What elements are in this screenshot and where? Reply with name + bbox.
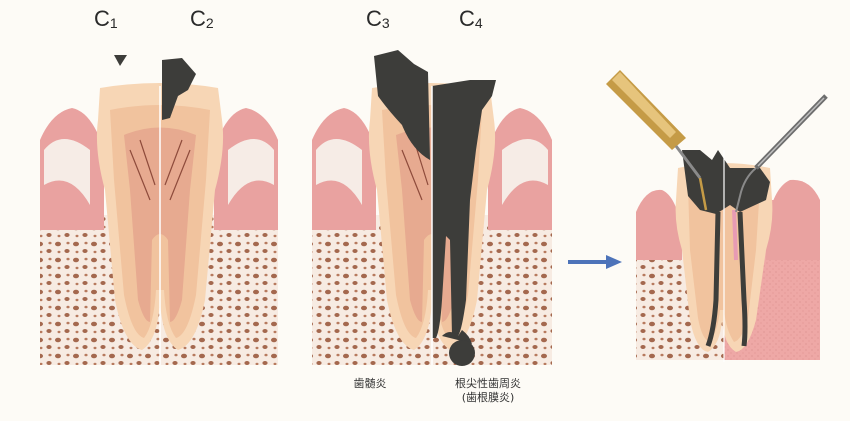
label-c4-letter: C [459, 6, 475, 31]
label-c4-number: 4 [474, 15, 483, 31]
label-c2: C2 [190, 6, 214, 31]
dental-probe-icon [735, 94, 828, 213]
label-c2-letter: C [190, 6, 206, 31]
handpiece-icon [606, 70, 708, 211]
caption-pulpitis: 歯髄炎 [353, 377, 387, 390]
caption-apical-periodontitis-sub: (歯根膜炎) [461, 390, 515, 404]
label-c4: C4 [459, 6, 483, 31]
label-c1-letter: C [94, 6, 110, 31]
panel-c3-c4 [312, 50, 552, 366]
label-c3: C3 [366, 6, 390, 31]
treatment-arrow [568, 255, 622, 269]
panel-treatment [606, 70, 828, 362]
caption-apical-periodontitis: 根尖性歯周炎 (歯根膜炎) [438, 377, 538, 405]
caption-apical-periodontitis-main: 根尖性歯周炎 [455, 377, 521, 390]
label-c1: C1 [94, 6, 118, 31]
label-c2-number: 2 [205, 15, 214, 31]
panel-c1-c2 [40, 55, 278, 365]
label-c3-letter: C [366, 6, 382, 31]
label-c1-number: 1 [109, 15, 118, 31]
label-c3-number: 3 [381, 15, 390, 31]
